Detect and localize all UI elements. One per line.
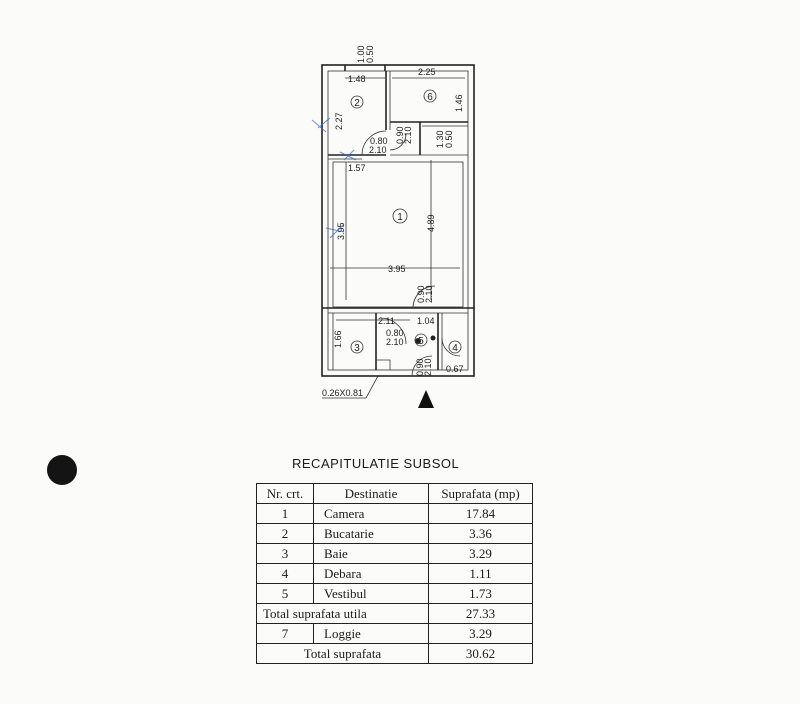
dimension-label: 0.67 [446, 364, 464, 374]
cell-sup: 3.36 [428, 523, 533, 544]
room-number: 4 [452, 343, 458, 354]
door-arc [441, 337, 461, 357]
dimension-label: 2.27 [334, 112, 344, 130]
door-arc [411, 355, 433, 377]
dimension-label: 2.10 [369, 145, 387, 155]
dimension-label: 0.80 [370, 136, 388, 146]
room-marker [414, 333, 428, 347]
room-1-outline [332, 161, 464, 308]
dimension-label: 0.26X0.81 [322, 388, 363, 398]
dimension-label: 1.00 [356, 45, 366, 63]
dimension-label: 2.10 [386, 337, 404, 347]
room-number: 1 [397, 212, 403, 223]
dimension-label: 0.90 [395, 126, 405, 144]
floor-plan: 2 6 1 3 4 5 1.00 0.50 1.48 2.25 2.27 1.4… [311, 45, 475, 408]
room-number: 5 [418, 336, 424, 347]
door-arc [379, 317, 407, 345]
cell-nr: 4 [256, 563, 314, 584]
dimension-label: 2.10 [424, 285, 434, 303]
table-row: 3 Baie 3.29 [256, 543, 533, 564]
header-sup: Suprafata (mp) [428, 483, 533, 504]
cell-sup: 3.29 [428, 623, 533, 644]
dimension-label: 2.10 [403, 126, 413, 144]
table-row: 2 Bucatarie 3.36 [256, 523, 533, 544]
dimension-label: 0.90 [415, 358, 425, 376]
dimension-label: 2.25 [418, 67, 436, 77]
room-number: 3 [354, 343, 360, 354]
cell-dest: Camera [313, 503, 429, 524]
total-label: Total suprafata [256, 643, 429, 664]
cell-nr: 1 [256, 503, 314, 524]
room-marker [350, 95, 364, 109]
cell-sup: 17.84 [428, 503, 533, 524]
table-row: 5 Vestibul 1.73 [256, 583, 533, 604]
cell-nr: 5 [256, 583, 314, 604]
table-row: 4 Debara 1.11 [256, 563, 533, 584]
table-header-row: Nr. crt. Destinatie Suprafata (mp) [256, 483, 533, 504]
dimension-label: 0.90 [416, 285, 426, 303]
punch-hole [47, 455, 77, 485]
cell-sup: 3.29 [428, 543, 533, 564]
door-arc [412, 285, 436, 309]
dimension-label: 2.11 [378, 316, 395, 326]
dimension-label: 0.50 [444, 130, 454, 148]
dimension-label: 4.89 [426, 214, 436, 232]
dimension-label: 1.46 [454, 94, 464, 112]
leader-line [365, 375, 379, 399]
dimension-label: 2.10 [423, 358, 433, 376]
dimension-label: 1.66 [333, 330, 343, 348]
dimension-label: 1.57 [348, 163, 366, 173]
wall-segment [376, 359, 391, 370]
dimension-label: 0.80 [386, 328, 404, 338]
door-arc [361, 130, 387, 156]
cell-dest: Vestibul [313, 583, 429, 604]
pen-mark [325, 223, 345, 239]
table-title: RECAPITULATIE SUBSOL [292, 456, 460, 471]
cell-nr: 3 [256, 543, 314, 564]
room-marker [448, 340, 462, 354]
dimension-label: 3.95 [388, 264, 406, 274]
door-handle [415, 338, 421, 344]
pen-mark [311, 117, 331, 133]
room-number: 2 [354, 98, 360, 109]
header-nr: Nr. crt. [256, 483, 314, 504]
door-arc [389, 133, 407, 151]
outer-wall [321, 64, 475, 377]
table-row: 1 Camera 17.84 [256, 503, 533, 524]
cell-dest: Debara [313, 563, 429, 584]
dimension-label: 1.30 [435, 130, 445, 148]
dimension-label: 1.48 [348, 74, 366, 84]
total-utila-row: Total suprafata utila 27.33 [256, 603, 533, 624]
inner-wall-outline [327, 70, 469, 371]
dimension-label: 1.04 [417, 316, 435, 326]
cell-dest: Loggie [313, 623, 429, 644]
header-dest: Destinatie [313, 483, 429, 504]
room-marker [392, 208, 408, 224]
door-handle [430, 335, 436, 341]
entrance-arrow-icon [418, 390, 434, 408]
cell-nr: 7 [256, 623, 314, 644]
dimension-label: 0.50 [365, 45, 375, 63]
table-row: 7 Loggie 3.29 [256, 623, 533, 644]
room-marker [423, 89, 437, 103]
cell-sup: 1.11 [428, 563, 533, 584]
pen-mark [339, 149, 357, 161]
room-marker [350, 340, 364, 354]
cell-dest: Bucatarie [313, 523, 429, 544]
total-utila-value: 27.33 [428, 603, 533, 624]
total-utila-label: Total suprafata utila [256, 603, 429, 624]
cell-dest: Baie [313, 543, 429, 564]
total-row: Total suprafata 30.62 [256, 643, 533, 664]
room-number: 6 [427, 92, 433, 103]
total-value: 30.62 [428, 643, 533, 664]
cell-nr: 2 [256, 523, 314, 544]
recap-table: Nr. crt. Destinatie Suprafata (mp) 1 Cam… [256, 483, 533, 664]
cell-sup: 1.73 [428, 583, 533, 604]
